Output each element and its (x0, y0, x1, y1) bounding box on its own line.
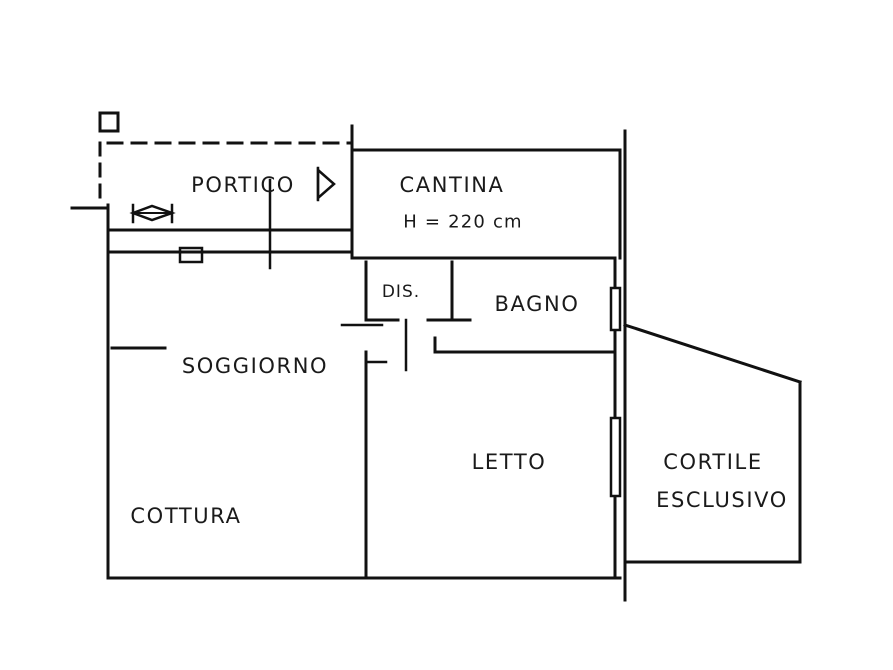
label-soggiorno: SOGGIORNO (181, 354, 329, 378)
window-letto-right (609, 416, 622, 498)
cortile-diagonal-edge (623, 323, 802, 384)
label-cortile-line2: ESCLUSIVO (656, 488, 788, 512)
label-cortile-line1: CORTILE (663, 450, 763, 474)
label-dis: DIS. (381, 282, 421, 302)
label-bagno: BAGNO (494, 292, 580, 316)
label-letto: LETTO (471, 450, 547, 474)
door-arrow-portico-right (316, 167, 336, 201)
label-cottura: COTTURA (130, 504, 242, 528)
label-portico: PORTICO (191, 173, 295, 197)
label-cantina: CANTINA (399, 173, 505, 197)
label-cantina-height: H = 220 cm (403, 211, 523, 233)
portico-pillar-square (98, 111, 120, 133)
portico-bottom-opening (178, 246, 204, 264)
window-bagno-right (609, 286, 622, 332)
